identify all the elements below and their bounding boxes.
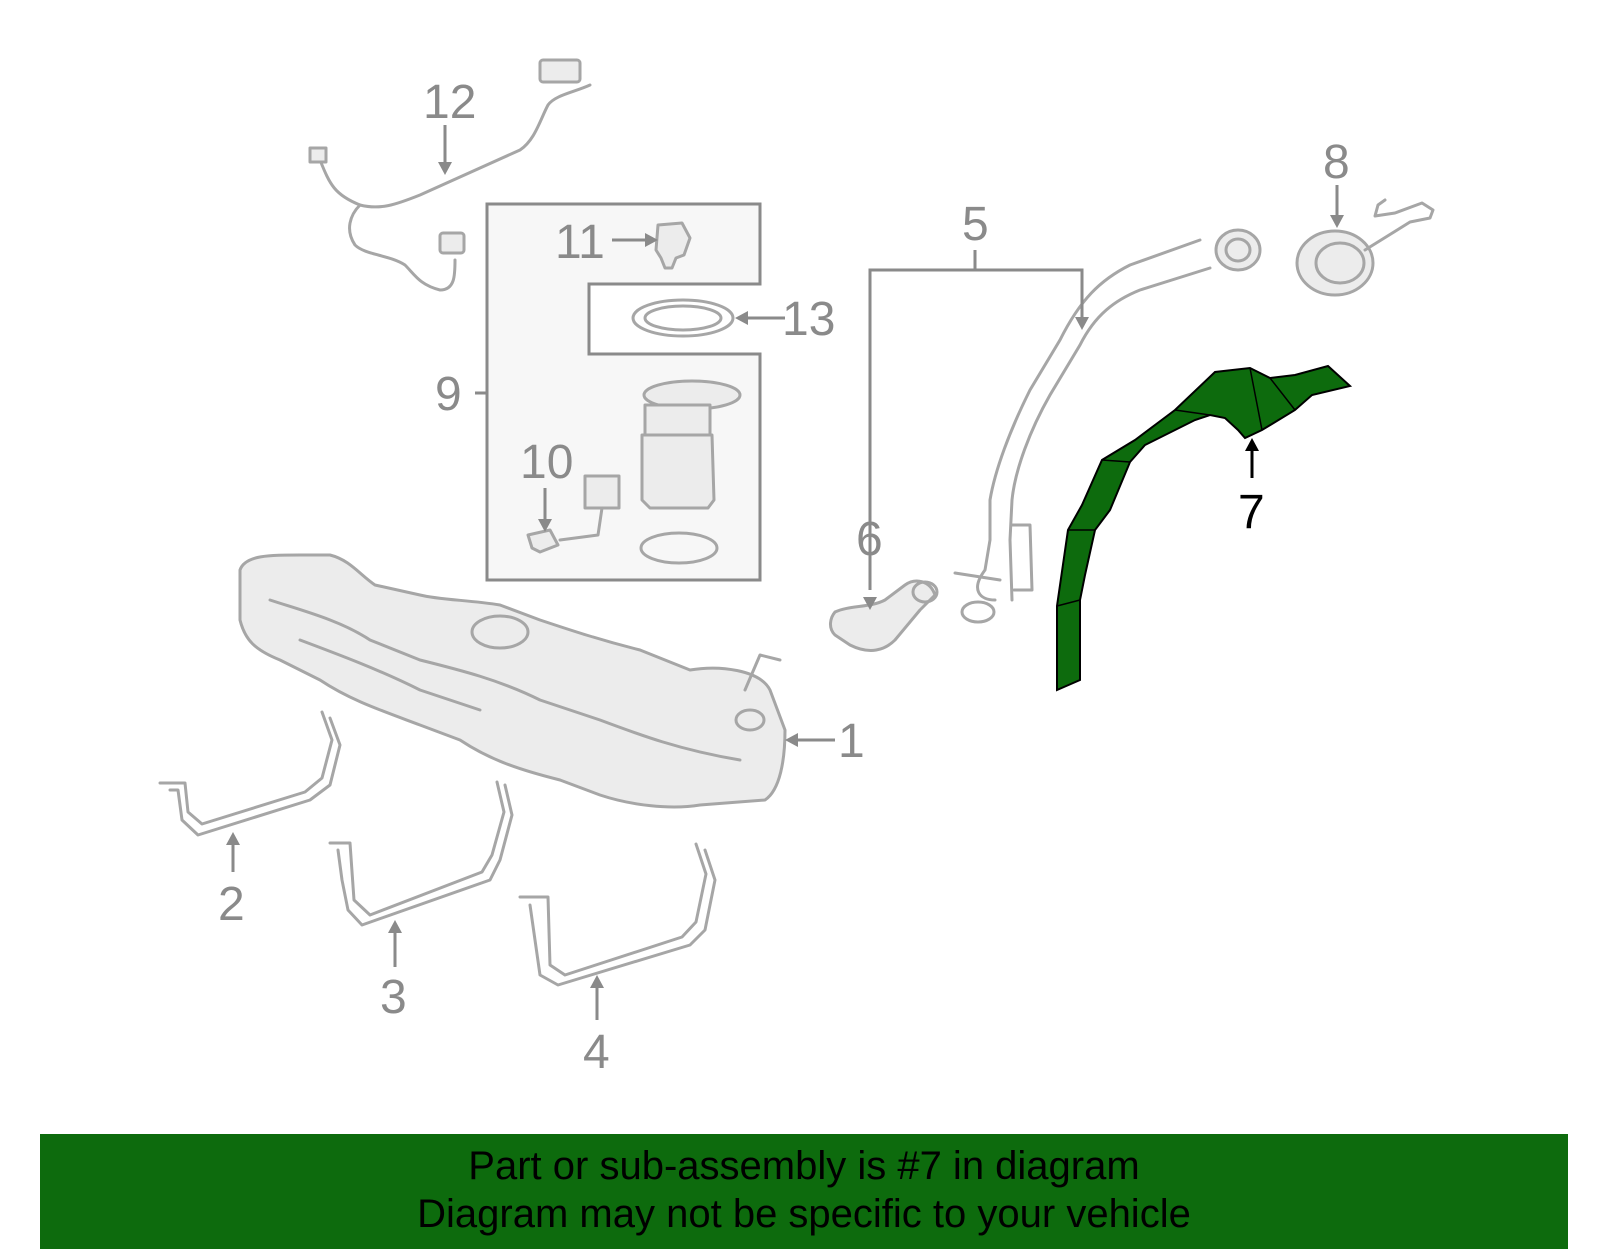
info-banner: Part or sub-assembly is #7 in diagram Di… [40, 1134, 1568, 1249]
fuel-tank-part-1[interactable] [238, 553, 787, 809]
callout-13: 13 [782, 293, 835, 346]
callout-10: 10 [520, 436, 573, 489]
callout-labels: 12 11 13 9 10 5 6 8 7 1 2 3 4 [218, 76, 1350, 1079]
callout-4: 4 [583, 1026, 610, 1079]
callout-3: 3 [380, 971, 407, 1024]
tank-strap-part-4[interactable] [518, 842, 717, 987]
fuel-pump-module[interactable] [639, 379, 742, 565]
callout-6: 6 [856, 513, 883, 566]
callout-12: 12 [423, 76, 476, 129]
wiring-harness-part-12[interactable] [308, 58, 592, 292]
callout-9: 9 [435, 368, 462, 421]
connector-part-11[interactable] [654, 221, 692, 270]
banner-line-disclaimer: Diagram may not be specific to your vehi… [417, 1192, 1191, 1236]
callout-11: 11 [555, 216, 605, 269]
leader-lines [226, 125, 1344, 1020]
banner-line-part: Part or sub-assembly is #7 in diagram [468, 1144, 1140, 1188]
callout-5: 5 [962, 198, 989, 251]
callout-2: 2 [218, 878, 245, 931]
lock-ring-part-13[interactable] [631, 298, 735, 338]
hose-part-6[interactable] [829, 579, 939, 652]
sensor-part-10[interactable] [526, 474, 621, 554]
callout-8: 8 [1323, 136, 1350, 189]
tank-strap-part-2[interactable] [158, 710, 342, 837]
filler-pipe-shield-part-7[interactable] [1056, 364, 1353, 692]
fuel-cap-part-8[interactable] [1295, 198, 1435, 297]
tank-strap-part-3[interactable] [328, 780, 514, 927]
callout-1: 1 [838, 715, 865, 768]
callout-7: 7 [1238, 486, 1265, 539]
filler-pipe-part-5[interactable] [953, 228, 1262, 624]
